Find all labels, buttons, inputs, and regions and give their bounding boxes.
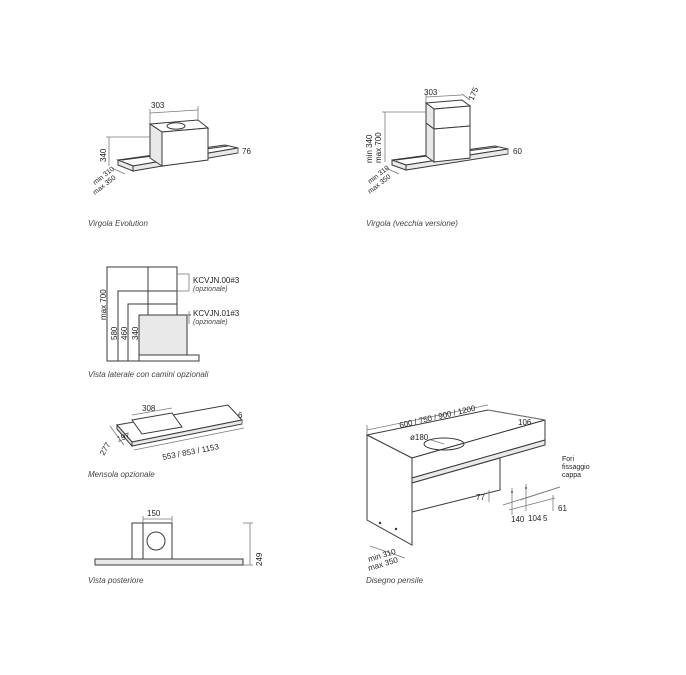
shelf-side — [116, 423, 133, 448]
wc-duct-hole — [423, 437, 465, 451]
vo-dim-right: 60 — [513, 147, 522, 156]
vo-base-side — [391, 159, 407, 171]
ve-dim-right: 76 — [242, 147, 251, 156]
wc-dim-106: 106 — [518, 418, 532, 427]
shelf-dim-277: 277 — [98, 440, 113, 457]
caption-virgola-old: Virgola (vecchia versione) — [366, 219, 458, 228]
back-base — [94, 558, 244, 566]
back-view-drawing: 150 249 — [94, 509, 264, 566]
side-dim-340: 340 — [131, 326, 140, 340]
caption-side-view: Vista laterale con camini opzionali — [88, 370, 209, 379]
back-duct-circle — [146, 531, 166, 551]
side-dim-460: 460 — [120, 326, 129, 340]
shelf-dim-widths: 553 / 853 / 1153 — [162, 442, 220, 462]
caption-wall-cabinet: Disegno pensile — [366, 576, 423, 585]
side-code-2-opt: (opzionale) — [193, 319, 228, 326]
shelf-cutout — [131, 412, 183, 435]
side-code-1: KCVJN.00#3 — [193, 276, 240, 285]
vo-lower-front — [433, 125, 471, 163]
virgola-old-drawing: 303 175 min 340 max 700 60 min 310 max 3… — [365, 85, 522, 195]
vo-lower-side — [425, 122, 435, 163]
wc-screw-1 — [378, 521, 382, 525]
wc-front-edge — [411, 439, 546, 484]
wc-fori-3: cappa — [562, 472, 581, 479]
shelf-dim-6: 6 — [238, 411, 243, 420]
wc-dim-61: 61 — [558, 504, 567, 513]
wall-cabinet-drawing: 600 / 750 / 900 / 1200 106 ø180 Fori fis… — [365, 404, 590, 573]
side-hood-body — [138, 314, 188, 356]
back-chimney — [131, 522, 173, 560]
shelf-dim-197: 197 — [116, 431, 132, 444]
side-code-2: KCVJN.01#3 — [193, 309, 240, 318]
side-dim-max: max 700 — [99, 289, 108, 320]
wc-screw-2 — [394, 527, 398, 531]
vo-dim-depth: 175 — [467, 85, 481, 101]
caption-back-view: Vista posteriore — [88, 576, 144, 585]
wc-inner-back — [411, 457, 501, 513]
ve-box-front — [161, 127, 209, 167]
ve-base-side — [117, 159, 134, 172]
virgola-evolution-drawing: 303 340 76 min 310 max 350 — [92, 101, 252, 197]
side-code-1-opt: (opzionale) — [193, 286, 228, 293]
vo-upper-front — [433, 105, 471, 130]
side-hood-base — [138, 354, 200, 362]
back-dim-249: 249 — [255, 552, 264, 566]
wc-fori-2: fissaggio — [562, 464, 590, 471]
vo-dim-max-h: max 700 — [374, 132, 383, 163]
side-view-drawing: KCVJN.00#3 (opzionale) KCVJN.01#3 (opzio… — [99, 266, 240, 362]
ve-duct-hole — [166, 122, 186, 130]
ve-dim-width: 303 — [151, 101, 165, 110]
caption-virgola-evolution: Virgola Evolution — [88, 219, 148, 228]
shelf-drawing: 308 6 197 277 553 / 853 / 1153 — [98, 404, 245, 462]
ve-box-side — [149, 123, 163, 167]
wc-dim-140: 140 — [511, 515, 525, 524]
vo-dim-min-h: min 340 — [365, 134, 374, 163]
wc-dim-77: 77 — [476, 493, 485, 502]
side-dim-580: 580 — [110, 326, 119, 340]
back-dim-150: 150 — [147, 509, 161, 518]
ve-dim-height: 340 — [99, 148, 108, 162]
wc-fori-1: Fori — [562, 456, 575, 463]
shelf-dim-308: 308 — [142, 404, 156, 413]
wc-dim-5: 5 — [543, 514, 548, 523]
wc-dim-diam: ø180 — [410, 433, 429, 442]
vo-dim-width: 303 — [424, 88, 438, 97]
wc-dim-104: 104 — [528, 514, 542, 523]
caption-shelf: Mensola opzionale — [88, 470, 155, 479]
